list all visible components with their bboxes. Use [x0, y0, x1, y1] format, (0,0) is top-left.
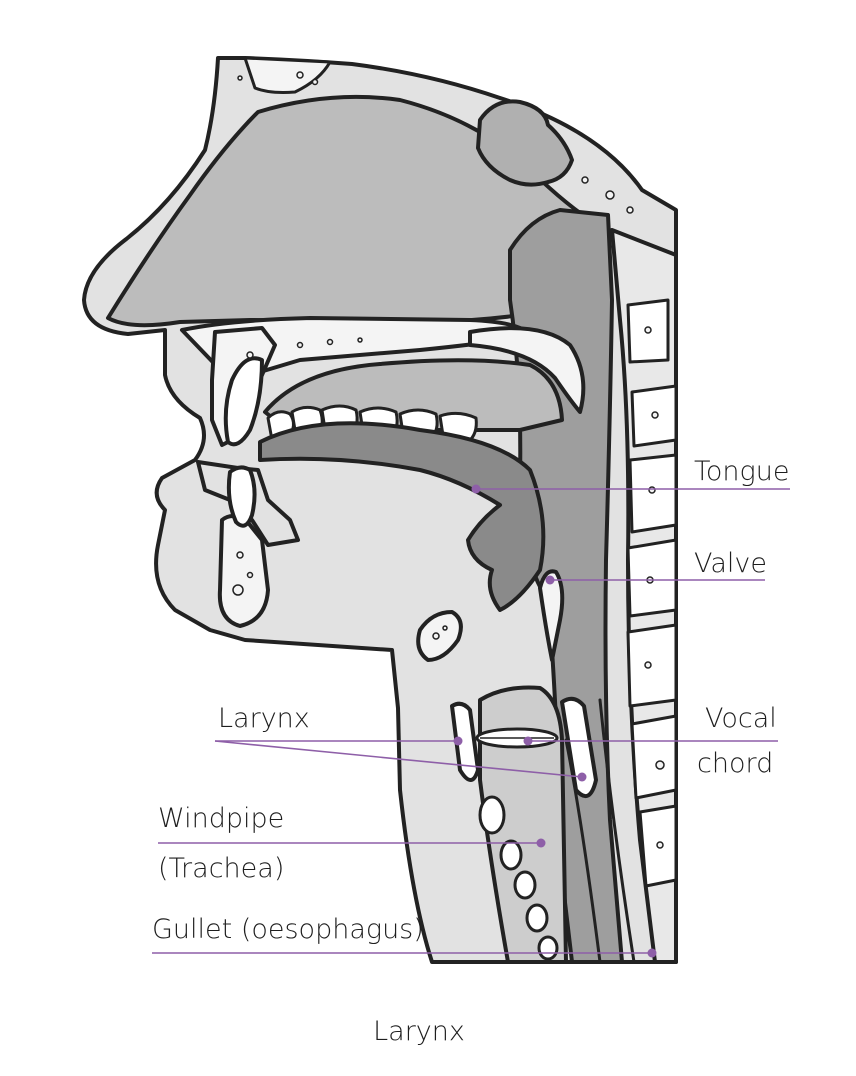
- lower-incisor: [226, 465, 257, 528]
- label-chord: chord: [697, 748, 773, 779]
- tracheal-rings: [478, 795, 559, 961]
- frontal-bone: [243, 56, 332, 94]
- vertebra-5: [626, 623, 678, 708]
- label-tongue: Tongue: [694, 456, 789, 487]
- leader-dots: [453, 484, 657, 958]
- oesophagus: [564, 698, 636, 964]
- label-larynx: Larynx: [218, 703, 310, 734]
- larynx-dot-2: [577, 772, 587, 782]
- tracheal-ring: [478, 795, 506, 835]
- soft-palate: [468, 326, 586, 414]
- larynx-leader-2: [214, 740, 583, 778]
- thyroid-cartilage-back: [560, 696, 598, 799]
- trachea: [478, 685, 568, 964]
- label-trachea: (Trachea): [158, 853, 284, 884]
- label-windpipe: Windpipe: [158, 803, 284, 834]
- sphenoid-sinus: [476, 99, 574, 187]
- valve-dot: [545, 575, 555, 585]
- upper-incisor: [223, 356, 264, 447]
- thyroid-cartilage-front: [450, 701, 480, 782]
- figure-caption: Larynx: [373, 1016, 465, 1047]
- tracheal-ring: [525, 903, 549, 933]
- tracheal-ring: [499, 839, 523, 871]
- label-vocal: Vocal: [705, 703, 777, 734]
- larynx-dot-1: [453, 736, 463, 746]
- leader-lines: [152, 488, 790, 954]
- epiglottis: [538, 569, 565, 662]
- windpipe-dot: [536, 838, 546, 848]
- label-valve: Valve: [694, 548, 767, 579]
- tongue-dot: [471, 484, 481, 494]
- tongue: [258, 421, 546, 612]
- tracheal-ring: [513, 870, 537, 900]
- vertebra-6: [630, 714, 678, 800]
- tracheal-ring: [537, 935, 559, 961]
- gullet-dot: [647, 948, 657, 958]
- vocal-chord-dot: [523, 736, 533, 746]
- label-gullet: Gullet (oesophagus): [152, 914, 424, 945]
- bone-speckles: [232, 71, 665, 849]
